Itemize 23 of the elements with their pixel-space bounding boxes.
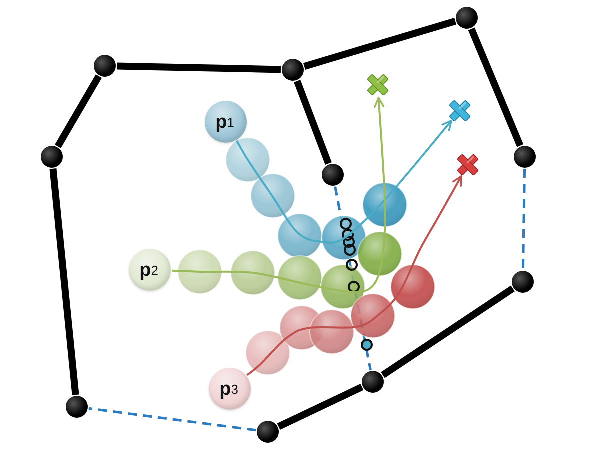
thick-line (381, 286, 515, 378)
thick-line (304, 18, 456, 70)
thick-line (116, 62, 282, 74)
dashed-line (522, 168, 526, 270)
vertex-dot (322, 164, 344, 186)
thick-line (294, 80, 332, 166)
vertex-dot (362, 371, 384, 393)
trajectory-arrow (236, 120, 452, 244)
vertex-dot (514, 146, 536, 168)
trajectory-arrow (246, 175, 462, 376)
thick-line (50, 168, 80, 396)
thick-line (54, 74, 102, 148)
vertex-dot (456, 7, 478, 29)
vertex-dot (94, 55, 116, 77)
dashed-line (88, 407, 256, 432)
thick-line (277, 384, 364, 430)
vertex-dot (512, 271, 534, 293)
trajectory-arrow (172, 97, 386, 294)
vertex-dot (41, 146, 63, 168)
vertex-dot (282, 59, 304, 81)
thick-line (468, 28, 524, 148)
vertex-dot (257, 421, 279, 443)
vertex-dot (66, 396, 88, 418)
